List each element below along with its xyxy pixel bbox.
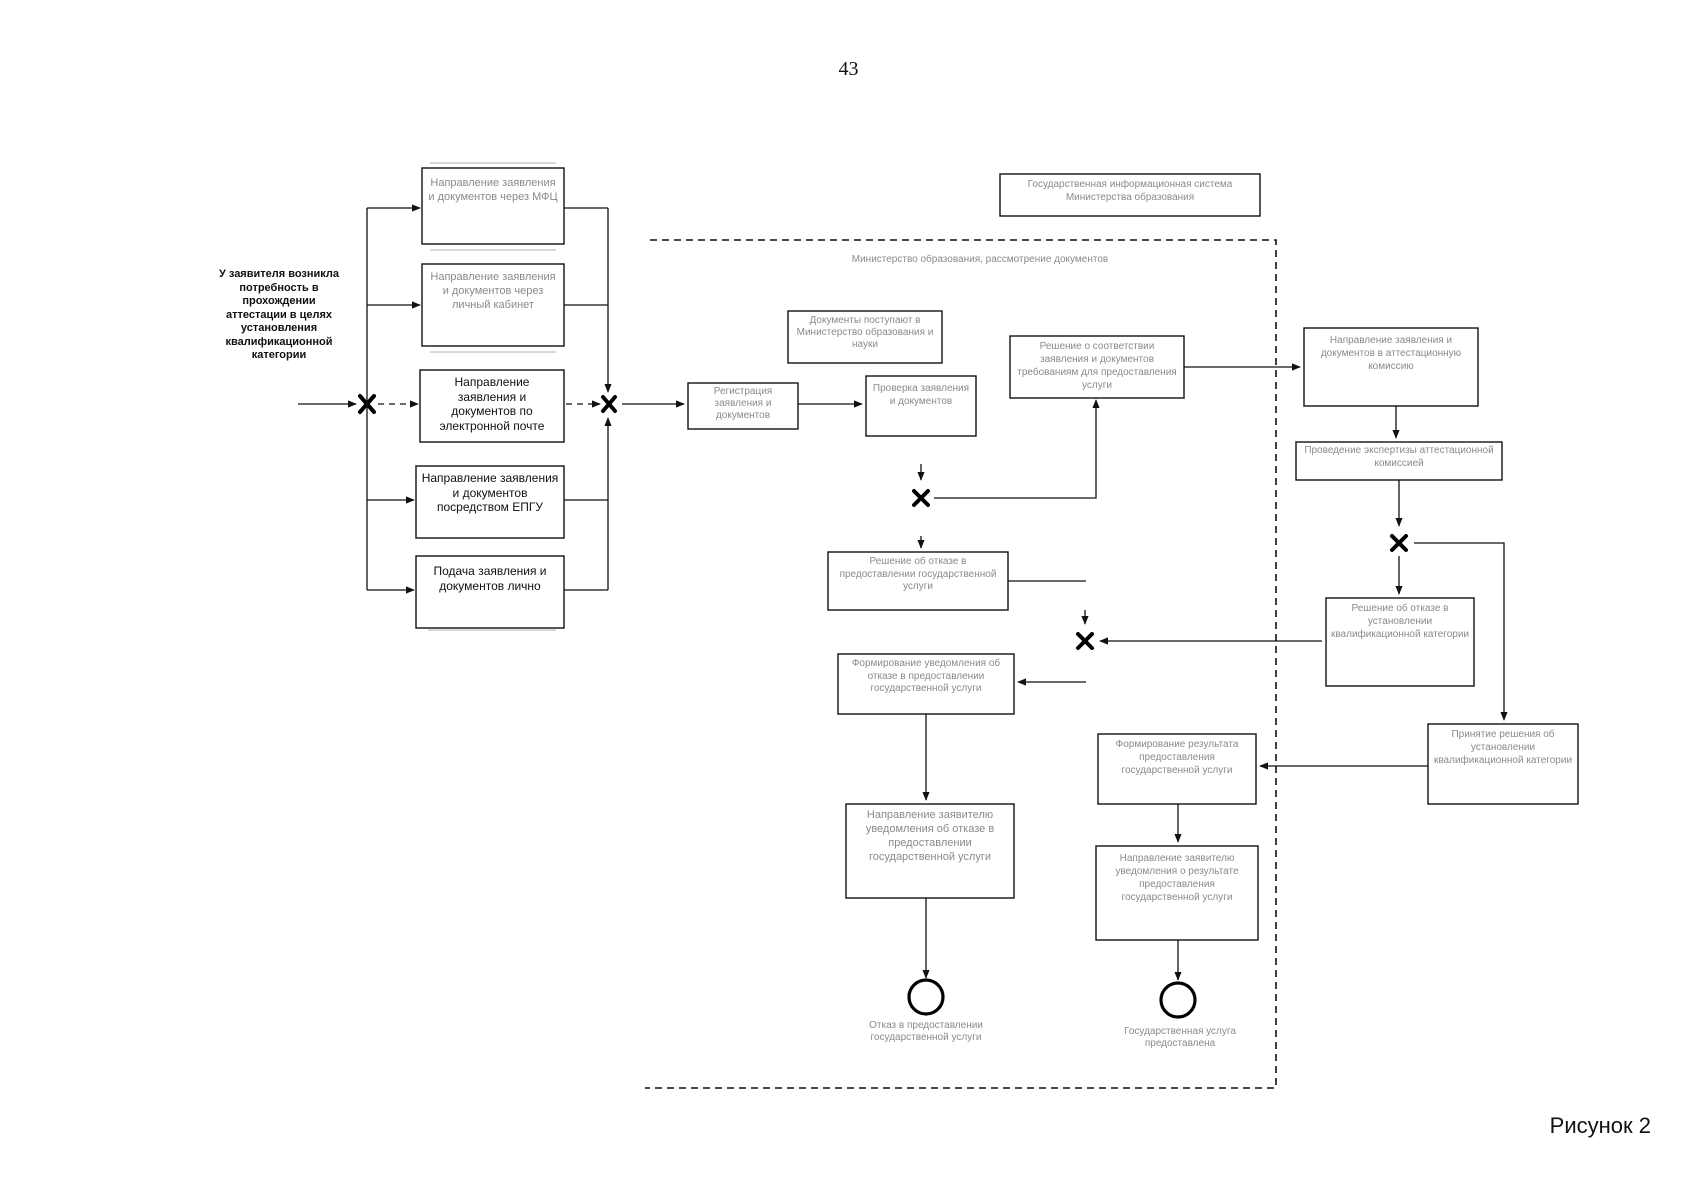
channel-label-4: Направление заявления и документов посре… bbox=[421, 471, 559, 514]
form-result-label: Формирование результата предоставления г… bbox=[1115, 739, 1239, 776]
channel-label-1: Направление заявления и документов через… bbox=[428, 177, 558, 203]
commission-fo: Направление заявления и документов в атт… bbox=[1320, 335, 1462, 372]
accept-fo: Решение о соответствии заявления и докум… bbox=[1017, 341, 1177, 391]
channel-box-1 bbox=[421, 167, 565, 245]
start-fo: У заявителя возникла потребность в прохо… bbox=[218, 268, 340, 361]
refusal-decision-fo: Решение об отказе в предоставлении госуд… bbox=[839, 556, 997, 592]
send-result-fo: Направление заявителю уведомления о резу… bbox=[1115, 853, 1239, 903]
channel-5-fo: Подача заявления и документов лично bbox=[433, 564, 547, 593]
end-provided-circle bbox=[1159, 981, 1197, 1019]
send-applicant-fo: Направление заявителю уведомления об отк… bbox=[865, 809, 995, 863]
end-refused-fo: Отказ в предоставлении государственной у… bbox=[869, 1020, 983, 1043]
legend-fo: Государственная информационная система М… bbox=[1027, 179, 1233, 203]
send-result-label: Направление заявителю уведомления о резу… bbox=[1115, 853, 1239, 903]
accept-decision-box bbox=[1009, 335, 1185, 399]
channel-label-5: Подача заявления и документов лично bbox=[433, 564, 547, 593]
refuse-cat-fo: Решение об отказе в установлении квалифи… bbox=[1330, 603, 1470, 640]
registration-box bbox=[687, 382, 799, 430]
send-to-commission-box bbox=[1303, 327, 1479, 407]
refusal-notice-fo: Формирование уведомления об отказе в пре… bbox=[851, 658, 1001, 694]
channel-label-3: Направление заявления и документов по эл… bbox=[439, 375, 545, 433]
channel-label-2: Направление заявления и документов через… bbox=[430, 271, 556, 311]
region-label: Министерство образования, рассмотрение д… bbox=[852, 253, 1108, 265]
establish-category-box bbox=[1427, 723, 1579, 805]
end-provided-label: Государственная услуга предоставлена bbox=[1124, 1026, 1236, 1049]
right-gateway-to-establish-line bbox=[1414, 542, 1508, 721]
annotation-label: Документы поступают в Министерство образ… bbox=[796, 315, 934, 350]
establish-fo: Принятие решения об установлении квалифи… bbox=[1433, 729, 1573, 766]
review-fo: Проведение экспертизы аттестационной ком… bbox=[1304, 445, 1494, 469]
channel-3-fo: Направление заявления и документов по эл… bbox=[439, 375, 545, 433]
form-result-box bbox=[1097, 733, 1257, 805]
channel-2-fo: Направление заявления и документов через… bbox=[430, 271, 556, 311]
send-to-applicant-label: Направление заявителю уведомления об отк… bbox=[865, 809, 995, 863]
registration-fo: Регистрация заявления и документов bbox=[713, 386, 773, 421]
refusal-decision-label: Решение об отказе в предоставлении госуд… bbox=[839, 556, 997, 592]
end-provided-fo: Государственная услуга предоставлена bbox=[1124, 1026, 1236, 1049]
channel-4-fo: Направление заявления и документов посре… bbox=[421, 471, 559, 514]
refuse-category-label: Решение об отказе в установлении квалифи… bbox=[1330, 603, 1470, 640]
check-fo: Проверка заявления и документов bbox=[872, 383, 970, 407]
refusal-notice-box bbox=[837, 653, 1015, 715]
channel-box-4 bbox=[415, 465, 565, 539]
channel-box-3 bbox=[419, 369, 565, 443]
figure-caption: Рисунок 2 bbox=[1549, 1113, 1651, 1138]
legend-box bbox=[999, 173, 1261, 217]
refusal-notice-label: Формирование уведомления об отказе в пре… bbox=[851, 658, 1001, 694]
send-to-commission-label: Направление заявления и документов в атт… bbox=[1320, 335, 1462, 372]
region-label-text: Министерство образования, рассмотрение д… bbox=[852, 253, 1108, 265]
legend-label: Государственная информационная система М… bbox=[1027, 179, 1233, 203]
mid-gateway bbox=[1076, 632, 1094, 650]
split-connectors bbox=[366, 204, 421, 594]
check-box bbox=[865, 375, 977, 437]
commission-review-box bbox=[1295, 441, 1503, 481]
accept-decision-label: Решение о соответствии заявления и докум… bbox=[1017, 341, 1177, 391]
commission-review-label: Проведение экспертизы аттестационной ком… bbox=[1304, 445, 1494, 469]
annotation-box bbox=[787, 310, 943, 364]
establish-category-label: Принятие решения об установлении квалифи… bbox=[1433, 729, 1573, 766]
channel-1-fo: Направление заявления и документов через… bbox=[428, 177, 558, 203]
end-refused-label: Отказ в предоставлении государственной у… bbox=[869, 1020, 983, 1043]
send-result-box bbox=[1095, 845, 1259, 941]
channel-box-2 bbox=[421, 263, 565, 347]
check-gateway bbox=[912, 489, 930, 507]
refusal-decision-box bbox=[827, 551, 1009, 611]
send-to-applicant-box bbox=[845, 803, 1015, 899]
page-number: 43 bbox=[838, 58, 859, 80]
annotation-fo: Документы поступают в Министерство образ… bbox=[796, 315, 934, 350]
end-refused-circle bbox=[907, 978, 945, 1016]
channel-box-5 bbox=[415, 555, 565, 629]
merge-gateway bbox=[601, 395, 617, 413]
check-label: Проверка заявления и документов bbox=[872, 383, 970, 407]
refuse-category-box bbox=[1325, 597, 1475, 687]
form-result-fo: Формирование результата предоставления г… bbox=[1115, 739, 1239, 776]
channel-boxes bbox=[415, 162, 565, 631]
right-gateway bbox=[1390, 534, 1408, 552]
check-to-accept-line bbox=[934, 399, 1100, 499]
start-label: У заявителя возникла потребность в прохо… bbox=[218, 268, 340, 361]
region-boundary bbox=[645, 239, 1277, 1089]
registration-label: Регистрация заявления и документов bbox=[713, 386, 773, 421]
merge-connectors bbox=[564, 207, 612, 591]
